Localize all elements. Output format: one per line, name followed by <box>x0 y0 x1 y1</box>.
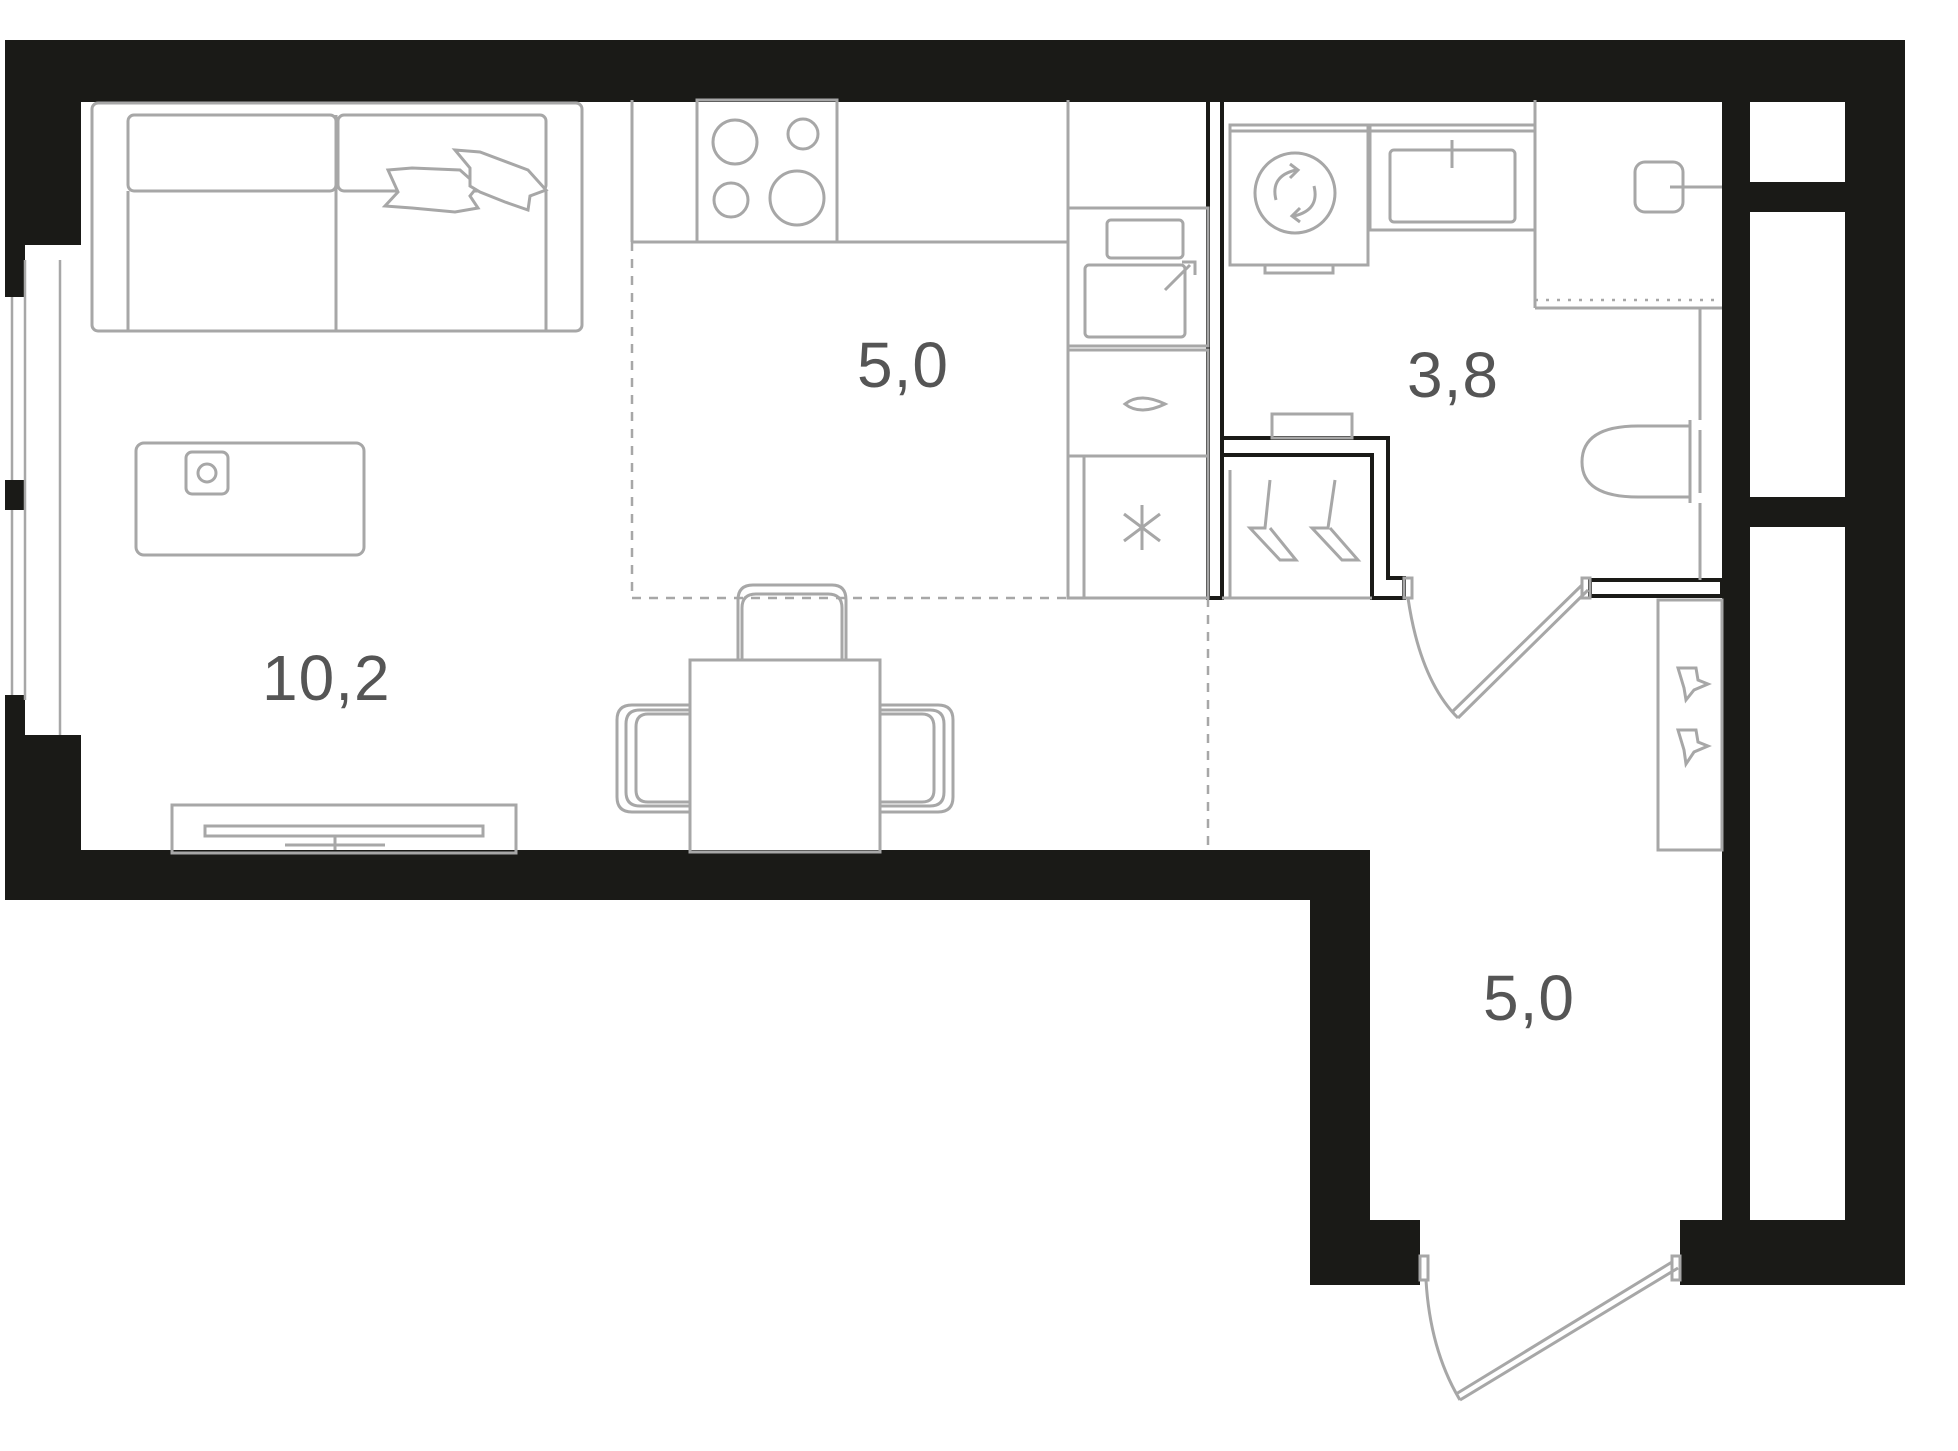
kitchen-zone <box>630 242 1210 850</box>
washing-machine-icon <box>1228 123 1370 275</box>
pillows-icon <box>381 148 549 214</box>
window-icon <box>10 260 62 735</box>
room-area-bathroom: 3,8 <box>1407 339 1499 411</box>
fridge-icon <box>1066 454 1210 600</box>
wardrobe-icon <box>1222 412 1372 600</box>
sink-icon <box>1066 206 1210 348</box>
room-area-kitchen: 5,0 <box>857 329 949 401</box>
shoe-rack-icon <box>1656 598 1724 852</box>
rug-icon <box>134 441 366 557</box>
door-swing-icon <box>1402 576 1592 720</box>
shower-icon <box>1533 100 1722 310</box>
dishwasher-icon <box>1066 348 1210 458</box>
tv-stand-icon <box>170 803 518 855</box>
outer-walls <box>5 40 1905 1285</box>
washbasin-icon <box>1368 123 1537 232</box>
sofa-icon <box>90 101 584 333</box>
room-area-hallway: 5,0 <box>1483 962 1575 1034</box>
dining-table-icon <box>615 583 955 854</box>
room-area-living: 10,2 <box>262 642 391 714</box>
toilet-icon <box>1580 308 1702 580</box>
entrance-door-icon <box>1418 1254 1682 1402</box>
cooktop-icon <box>695 98 839 244</box>
